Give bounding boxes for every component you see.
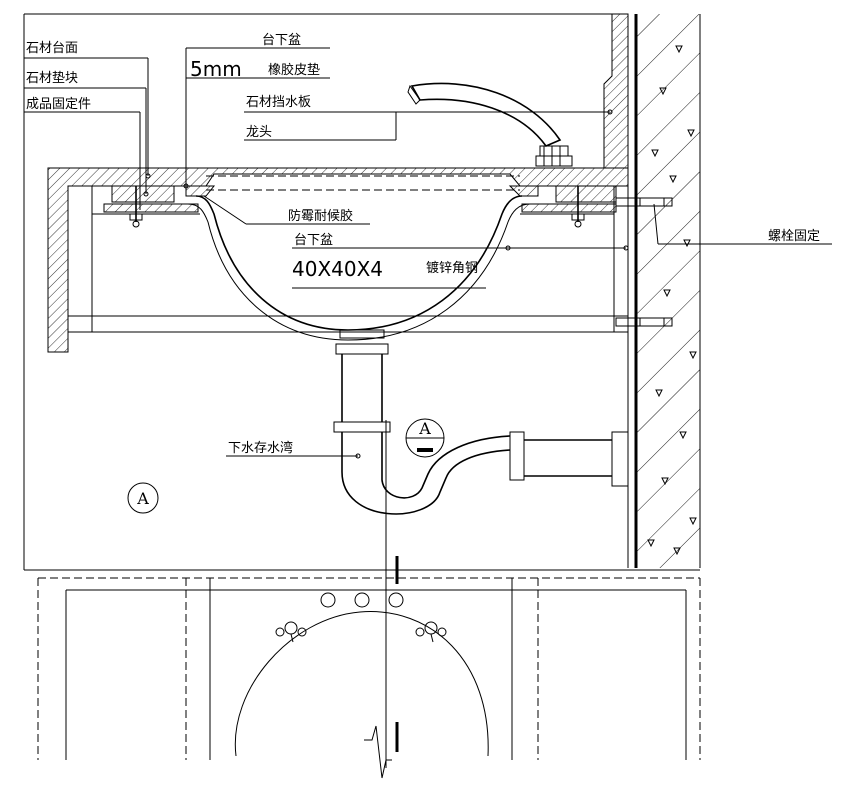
left-handle-icon [275, 621, 307, 643]
label-undermount-basin-top: 台下盆 [262, 33, 301, 48]
lower-cabinet-elevation [37, 556, 701, 779]
section-tag-center-text: A [418, 419, 431, 438]
label-rubber-pad-size: 5mm [190, 57, 242, 81]
label-fixing-part: 成品固定件 [26, 97, 91, 112]
label-rubber-pad: 橡胶皮垫 [268, 62, 320, 78]
label-mildew-sealant: 防霉耐候胶 [288, 208, 353, 224]
drain-trap [333, 343, 629, 515]
section-tag-left-text: A [136, 489, 149, 508]
rubber-pads [185, 185, 539, 197]
angle-steel-frame [67, 185, 628, 333]
stone-countertop [47, 167, 629, 353]
cabinet-outline [23, 13, 700, 571]
undermount-basin [187, 195, 531, 341]
label-drain-trap: 下水存水湾 [228, 440, 293, 456]
label-stone-countertop: 石材台面 [26, 41, 78, 56]
label-stone-splashboard: 石材挡水板 [246, 95, 311, 110]
section-tag-center: A [405, 418, 445, 458]
label-undermount-basin: 台下盆 [294, 233, 333, 248]
stone-splashboard [603, 13, 629, 169]
label-angle-steel: 镀锌角钢 [426, 260, 478, 276]
label-angle-steel-size: 40X40X4 [292, 257, 383, 281]
fixing-bolts [129, 186, 585, 228]
wall-bolts [615, 197, 673, 327]
right-handle-icon [415, 621, 447, 643]
label-stone-pad: 石材垫块 [26, 70, 78, 86]
label-bolt-fixing: 螺栓固定 [768, 229, 820, 244]
break-line-icon [364, 725, 392, 779]
wall-aggregate-marks [647, 45, 697, 556]
section-tag-left: A [127, 482, 159, 514]
label-faucet: 龙头 [246, 125, 272, 140]
leader-lines [24, 47, 832, 459]
stone-pads [103, 185, 617, 213]
faucet [407, 82, 573, 167]
wall [627, 14, 701, 568]
